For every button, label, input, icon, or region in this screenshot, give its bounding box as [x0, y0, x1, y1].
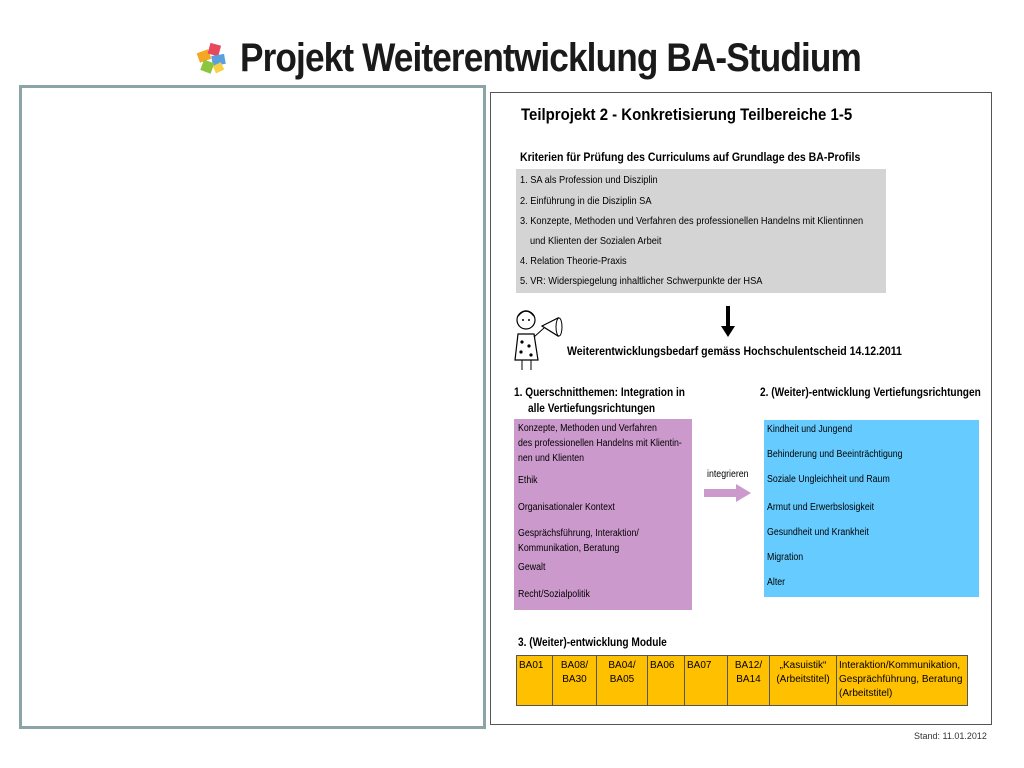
cross-item: des professionellen Handelns mit Klienti…: [518, 438, 682, 449]
spec-item: Gesundheit und Krankheit: [767, 527, 869, 538]
left-content-panel: [19, 85, 486, 729]
cross-heading: 1. Querschnitthemen: Integration in: [514, 387, 685, 399]
specialization-box: [764, 420, 979, 597]
criteria-item: 3. Konzepte, Methoden und Verfahren des …: [520, 215, 864, 227]
module-label: BA30: [562, 674, 587, 685]
cross-topics-box: [514, 419, 692, 610]
module-cell: BA12/BA14: [727, 655, 770, 706]
criteria-item: 1. SA als Profession und Disziplin: [520, 174, 658, 186]
cross-item: Kommunikation, Beratung: [518, 543, 620, 554]
module-cell: „Kasuistik“ (Arbeitstitel): [769, 655, 837, 706]
module-label: BA04/: [608, 660, 636, 671]
spec-item: Alter: [767, 577, 786, 588]
module-cell-interaction: Interaktion/Kommunikation, Gesprächführun…: [836, 655, 968, 706]
cross-heading-line2: alle Vertiefungsrichtungen: [528, 403, 656, 415]
right-arrow-icon: [704, 484, 751, 502]
module-label: (Arbeitstitel): [776, 674, 830, 685]
module-cell: BA01: [516, 655, 553, 706]
cross-item: Gewalt: [518, 562, 546, 573]
spec-item: Soziale Ungleichheit und Raum: [767, 474, 890, 485]
modules-table: BA01 BA08/BA30 BA04/BA05 BA06 BA07 BA12/…: [516, 655, 968, 706]
module-label: BA14: [736, 674, 761, 685]
cross-item: Ethik: [518, 475, 538, 486]
module-label: BA08/: [560, 660, 589, 671]
down-arrow-icon: [721, 306, 735, 337]
spec-item: Armut und Erwerbslosigkeit: [767, 502, 875, 513]
page-title: Projekt Weiterentwicklung BA-Studium: [240, 36, 862, 80]
cross-item: nen und Klienten: [518, 453, 585, 464]
module-label: (Arbeitstitel): [839, 688, 893, 699]
spec-item: Behinderung und Beeinträchtigung: [767, 449, 903, 460]
spec-heading: 2. (Weiter)-entwicklung Vertiefungsricht…: [760, 387, 981, 399]
megaphone-figure-icon: [514, 310, 563, 370]
criteria-heading: Kriterien für Prüfung des Curriculums au…: [520, 150, 861, 164]
module-cell: BA04/BA05: [596, 655, 648, 706]
module-label: BA01: [519, 660, 544, 671]
spec-item: Migration: [767, 552, 804, 563]
criteria-item: 2. Einführung in die Disziplin SA: [520, 195, 652, 207]
puzzle-logo-icon: [196, 42, 226, 74]
criteria-item: 5. VR: Widerspiegelung inhaltlicher Schw…: [520, 275, 763, 287]
module-label: BA07: [687, 660, 712, 671]
module-label: „Kasuistik“: [779, 660, 827, 671]
diagram-heading: Teilprojekt 2 - Konkretisierung Teilbere…: [521, 105, 853, 124]
module-cell: BA08/BA30: [552, 655, 597, 706]
cross-item: Recht/Sozialpolitik: [518, 589, 590, 600]
cross-item: Gesprächsführung, Interaktion/: [518, 528, 639, 539]
spec-item: Kindheit und Jungend: [767, 424, 853, 435]
module-label: BA06: [650, 660, 675, 671]
integrate-label: integrieren: [707, 469, 749, 480]
module-label: BA05: [609, 674, 635, 685]
module-cell: BA07: [684, 655, 728, 706]
module-label: BA12/: [734, 660, 763, 671]
module-label: Interaktion/Kommunikation,: [839, 660, 961, 671]
criteria-item: 4. Relation Theorie-Praxis: [520, 255, 627, 267]
module-label: Gesprächführung, Beratung: [839, 674, 963, 685]
criteria-item: und Klienten der Sozialen Arbeit: [530, 235, 662, 247]
criteria-box: [516, 169, 886, 293]
cross-item: Organisationaler Kontext: [518, 502, 615, 513]
module-cell: BA06: [647, 655, 685, 706]
cross-item: Konzepte, Methoden und Verfahren: [518, 423, 657, 434]
stand-date: Stand: 11.01.2012: [914, 731, 987, 741]
modules-heading: 3. (Weiter)-entwicklung Module: [518, 637, 667, 649]
need-heading: Weiterentwicklungsbedarf gemäss Hochschu…: [567, 344, 902, 358]
